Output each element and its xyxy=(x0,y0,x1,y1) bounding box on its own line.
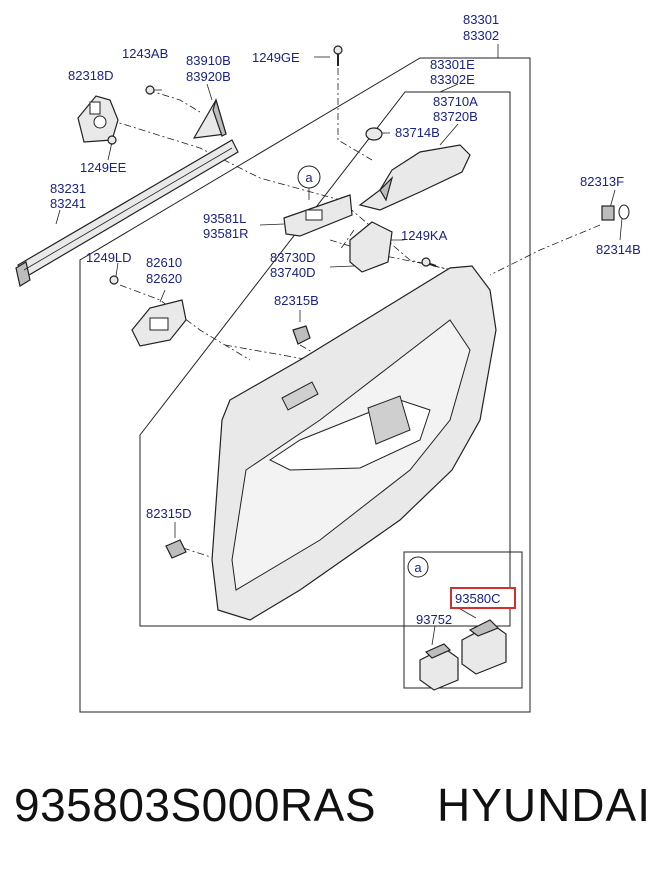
label-82314b: 82314B xyxy=(596,242,641,257)
highlight-93580c[interactable]: 93580C xyxy=(450,587,516,609)
label-83302e: 83302E xyxy=(430,72,475,87)
label-83301e: 83301E xyxy=(430,57,475,72)
inset-switch-box xyxy=(403,551,523,691)
highlight-box xyxy=(450,587,516,609)
footer-part-number: 935803S000RAS xyxy=(14,779,377,831)
label-82620: 82620 xyxy=(146,271,182,286)
inner-panel-frame xyxy=(139,91,511,627)
label-93580c: 93580C xyxy=(455,591,501,606)
part-labels: 83301 83302 1243AB 83910B 83920B 1249GE … xyxy=(50,12,641,627)
switch-93752 xyxy=(419,643,459,691)
inside-handle xyxy=(131,299,187,347)
fastener-82313f xyxy=(601,204,630,221)
callout-a-inset: a xyxy=(407,556,429,578)
label-83910b: 83910B xyxy=(186,53,231,68)
label-82610: 82610 xyxy=(146,255,182,270)
label-93581r: 93581R xyxy=(203,226,249,241)
door-trim-panel xyxy=(211,265,497,621)
switch-93580c xyxy=(461,619,507,675)
label-1243ab: 1243AB xyxy=(122,46,168,61)
footer-brand: HYUNDAI xyxy=(436,779,651,831)
handle-bezel xyxy=(349,221,393,273)
label-83302: 83302 xyxy=(463,28,499,43)
clip-82315d xyxy=(165,539,187,559)
outer-assembly-frame xyxy=(79,57,531,713)
label-82313f: 82313F xyxy=(580,174,624,189)
label-83231: 83231 xyxy=(50,181,86,196)
label-83710a: 83710A xyxy=(433,94,478,109)
label-82318d: 82318D xyxy=(68,68,114,83)
screws xyxy=(107,45,437,285)
label-82315b: 82315B xyxy=(274,293,319,308)
label-1249ge: 1249GE xyxy=(252,50,300,65)
label-83241: 83241 xyxy=(50,196,86,211)
label-93752: 93752 xyxy=(416,612,452,627)
label-83920b: 83920B xyxy=(186,69,231,84)
armrest xyxy=(358,144,471,211)
callout-a-label: a xyxy=(305,170,313,185)
label-82315d: 82315D xyxy=(146,506,192,521)
label-1249ld: 1249LD xyxy=(86,250,132,265)
label-1249ee: 1249EE xyxy=(80,160,127,175)
bracket-82318d xyxy=(77,95,119,143)
callout-a-main: a xyxy=(297,165,321,189)
label-83740d: 83740D xyxy=(270,265,316,280)
inset-a-label: a xyxy=(414,560,422,575)
label-83720b: 83720B xyxy=(433,109,478,124)
label-1249ka: 1249KA xyxy=(401,228,448,243)
belt-weatherstrip xyxy=(15,139,239,287)
clip-82315b xyxy=(292,325,311,345)
label-93581l: 93581L xyxy=(203,211,246,226)
footer-bar: 935803S000RAS HYUNDAI xyxy=(0,770,665,840)
label-83714b: 83714B xyxy=(395,125,440,140)
switch-bezel xyxy=(283,194,353,237)
label-83730d: 83730D xyxy=(270,250,316,265)
exploded-parts-diagram: a a 83301 83302 1243AB 83910B 83920B 124… xyxy=(15,12,641,713)
delta-cover xyxy=(192,97,227,139)
clip-83714b xyxy=(365,127,383,141)
label-83301: 83301 xyxy=(463,12,499,27)
